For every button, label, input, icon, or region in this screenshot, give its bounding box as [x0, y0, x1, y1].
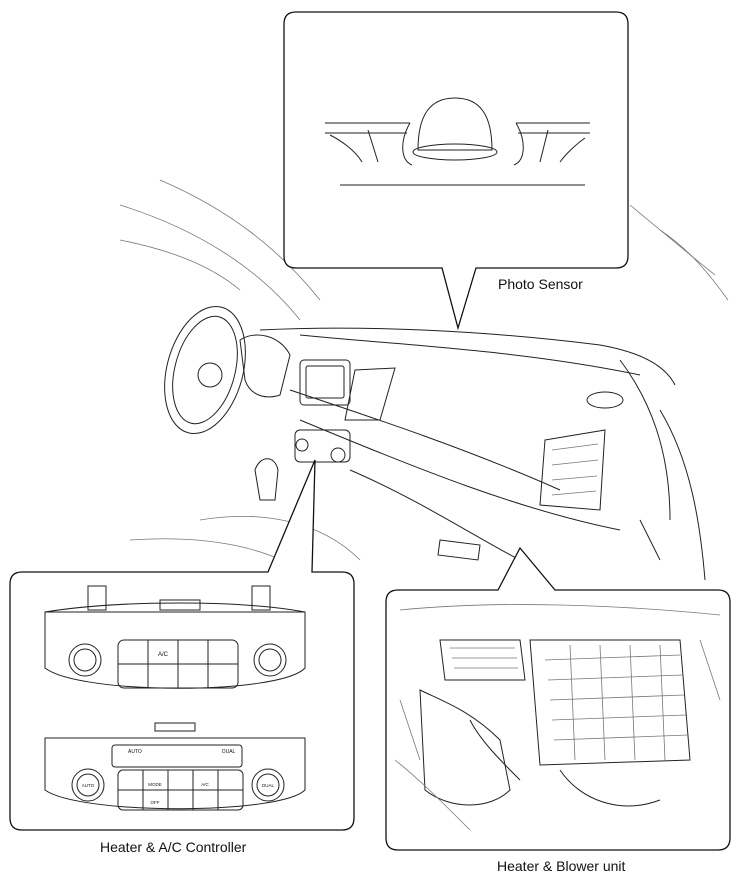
- controller-callout: A/C AUTO DUAL MODE A/C OFF AUTO DUAL: [9, 459, 355, 831]
- blower-callout: [385, 546, 731, 851]
- display-auto-label: AUTO: [128, 749, 142, 755]
- controller-upper: A/C: [44, 585, 306, 689]
- ac-button-label-upper: A/C: [158, 652, 169, 658]
- photo-sensor-dome: [417, 97, 493, 151]
- controller-lower: AUTO DUAL MODE A/C OFF AUTO DUAL: [44, 722, 306, 811]
- blower-label: Heater & Blower unit: [497, 858, 626, 874]
- display-dual-label: DUAL: [222, 749, 236, 755]
- dual-knob-label: DUAL: [262, 783, 275, 788]
- photo-sensor-label: Photo Sensor: [498, 276, 583, 292]
- off-button-label: OFF: [151, 800, 160, 805]
- photo-sensor-callout: [283, 11, 629, 331]
- dashboard-illustration: [119, 179, 729, 581]
- controller-label: Heater & A/C Controller: [100, 839, 247, 855]
- mode-button-label: MODE: [148, 782, 162, 787]
- auto-knob-label: AUTO: [82, 783, 95, 788]
- ac-button-label-lower: A/C: [201, 782, 209, 787]
